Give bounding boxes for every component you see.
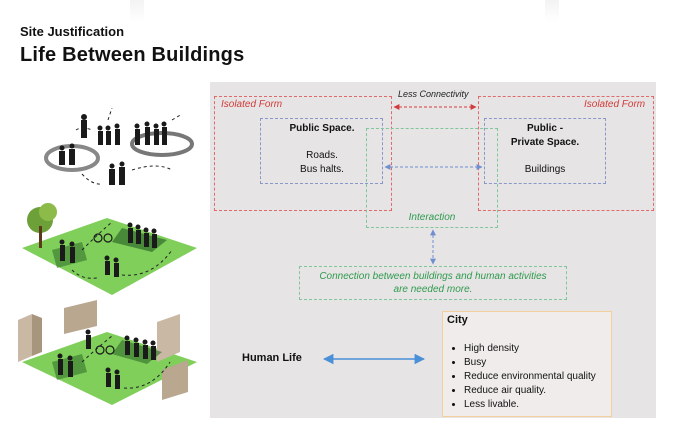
isolated-form-right-box	[478, 96, 654, 211]
city-bullet: Reduce air quality.	[464, 384, 610, 398]
city-bullets: High density Busy Reduce environmental q…	[450, 342, 610, 412]
city-bullet: Busy	[464, 356, 610, 370]
private-space-item: Buildings	[524, 164, 566, 175]
private-space-title-line2: Private Space.	[510, 137, 580, 148]
isolated-form-left-box	[214, 96, 392, 211]
people-gathering-illustration	[44, 107, 194, 185]
public-space-item: Roads.	[306, 150, 338, 161]
isolated-form-left-label: Isolated Form	[221, 99, 283, 110]
connection-line-2: are needed more.	[393, 284, 473, 295]
illustrations	[18, 107, 197, 405]
city-bullet: Less livable.	[464, 398, 610, 412]
enclosed-plaza-illustration	[18, 300, 197, 405]
less-connectivity-label: Less Connectivity	[395, 89, 472, 99]
section-kicker: Site Justification	[20, 24, 125, 39]
interaction-box	[366, 128, 498, 228]
city-bullet: High density	[464, 342, 610, 356]
green-plaza-illustration	[22, 203, 197, 295]
top-artifact	[545, 0, 559, 22]
public-space-title: Public Space.	[289, 123, 355, 134]
connection-box	[299, 266, 567, 300]
city-box	[442, 311, 612, 417]
isolated-form-right-label: Isolated Form	[584, 99, 646, 110]
page-title: Life Between Buildings	[20, 44, 245, 66]
private-space-title-line1: Public -	[526, 123, 564, 134]
connection-text: Connection between buildings and human a…	[299, 270, 567, 296]
public-space-item: Bus halts.	[300, 164, 344, 175]
public-space-text: Public Space. Roads. Bus halts.	[262, 122, 382, 177]
city-title: City	[447, 314, 468, 326]
public-space-box	[260, 118, 383, 184]
connection-line-1: Connection between buildings and human a…	[319, 271, 547, 282]
private-space-text: Public - Private Space. Buildings	[485, 122, 605, 177]
city-bullet: Reduce environmental quality	[464, 370, 610, 384]
interaction-label: Interaction	[408, 212, 456, 223]
top-artifact	[130, 0, 144, 22]
private-space-box	[484, 118, 606, 184]
human-life-label: Human Life	[242, 352, 302, 364]
